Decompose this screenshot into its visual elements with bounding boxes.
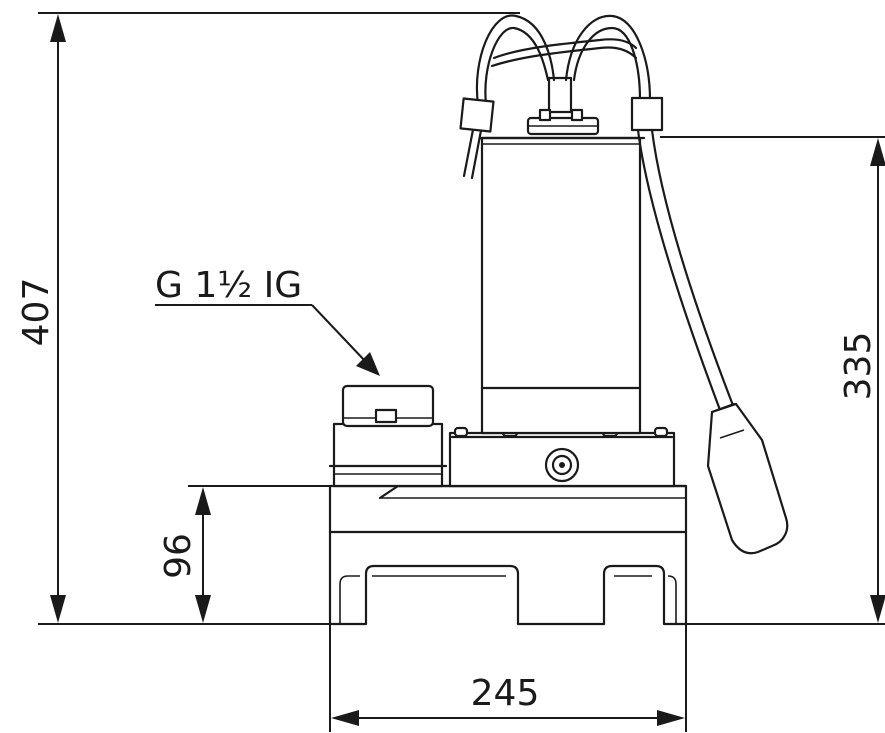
connection-callout: G 1½ IG bbox=[155, 265, 380, 376]
pump-base bbox=[328, 484, 688, 626]
cable-right-outer bbox=[564, 14, 652, 102]
cable-left-outer bbox=[475, 14, 556, 106]
arrow-down bbox=[195, 595, 211, 623]
dim-base-width: 245 bbox=[329, 624, 687, 732]
label-total-height: 407 bbox=[16, 278, 57, 347]
discharge-port bbox=[328, 384, 448, 488]
motor-body bbox=[478, 136, 646, 435]
arrow-left bbox=[331, 710, 359, 726]
cable-left-inner bbox=[484, 26, 550, 106]
label-body-height: 335 bbox=[838, 332, 879, 401]
bolt-4 bbox=[653, 426, 669, 438]
leader-line bbox=[311, 304, 367, 363]
float-top bbox=[710, 402, 736, 414]
arrow-right bbox=[657, 710, 685, 726]
cable-clamp-left bbox=[459, 97, 495, 133]
base-foot-right bbox=[667, 575, 677, 624]
cable-cross-2 bbox=[490, 46, 638, 68]
terminal-post bbox=[547, 76, 573, 114]
float-cable-1 bbox=[636, 128, 722, 412]
dim-total-height: 407 bbox=[16, 12, 520, 625]
base-foot-left bbox=[339, 575, 360, 624]
terminal-nut-left bbox=[538, 108, 552, 122]
terminal-nut-right bbox=[570, 108, 584, 122]
label-base-width: 245 bbox=[471, 673, 540, 714]
arrow-down bbox=[50, 595, 66, 623]
top-terminal bbox=[526, 76, 600, 136]
port-housing bbox=[332, 422, 444, 488]
label-connection: G 1½ IG bbox=[155, 265, 302, 306]
arrow-up bbox=[870, 138, 885, 166]
screw-center bbox=[559, 462, 565, 468]
port-nut bbox=[374, 408, 398, 424]
base-outline bbox=[328, 484, 688, 626]
cable-right-inner bbox=[572, 26, 642, 102]
float-switch bbox=[636, 128, 789, 555]
arrow-down bbox=[870, 595, 885, 623]
float-body bbox=[706, 402, 789, 555]
float-cable-2 bbox=[650, 128, 736, 410]
cable-clamp-right bbox=[630, 96, 664, 132]
dim-body-height: 335 bbox=[660, 136, 885, 625]
float-band bbox=[719, 429, 745, 439]
cable-cross-1 bbox=[492, 38, 638, 60]
label-base-height: 96 bbox=[158, 533, 199, 579]
cables bbox=[459, 14, 664, 180]
motor-flange bbox=[448, 426, 676, 488]
bolt-1 bbox=[453, 426, 469, 438]
arrow-up bbox=[50, 14, 66, 42]
port-cap bbox=[341, 384, 435, 428]
leader-arrow bbox=[356, 352, 380, 376]
arrow-up bbox=[195, 487, 211, 515]
motor-cylinder bbox=[480, 136, 642, 435]
pump bbox=[328, 14, 789, 626]
dim-base-height: 96 bbox=[158, 485, 330, 623]
